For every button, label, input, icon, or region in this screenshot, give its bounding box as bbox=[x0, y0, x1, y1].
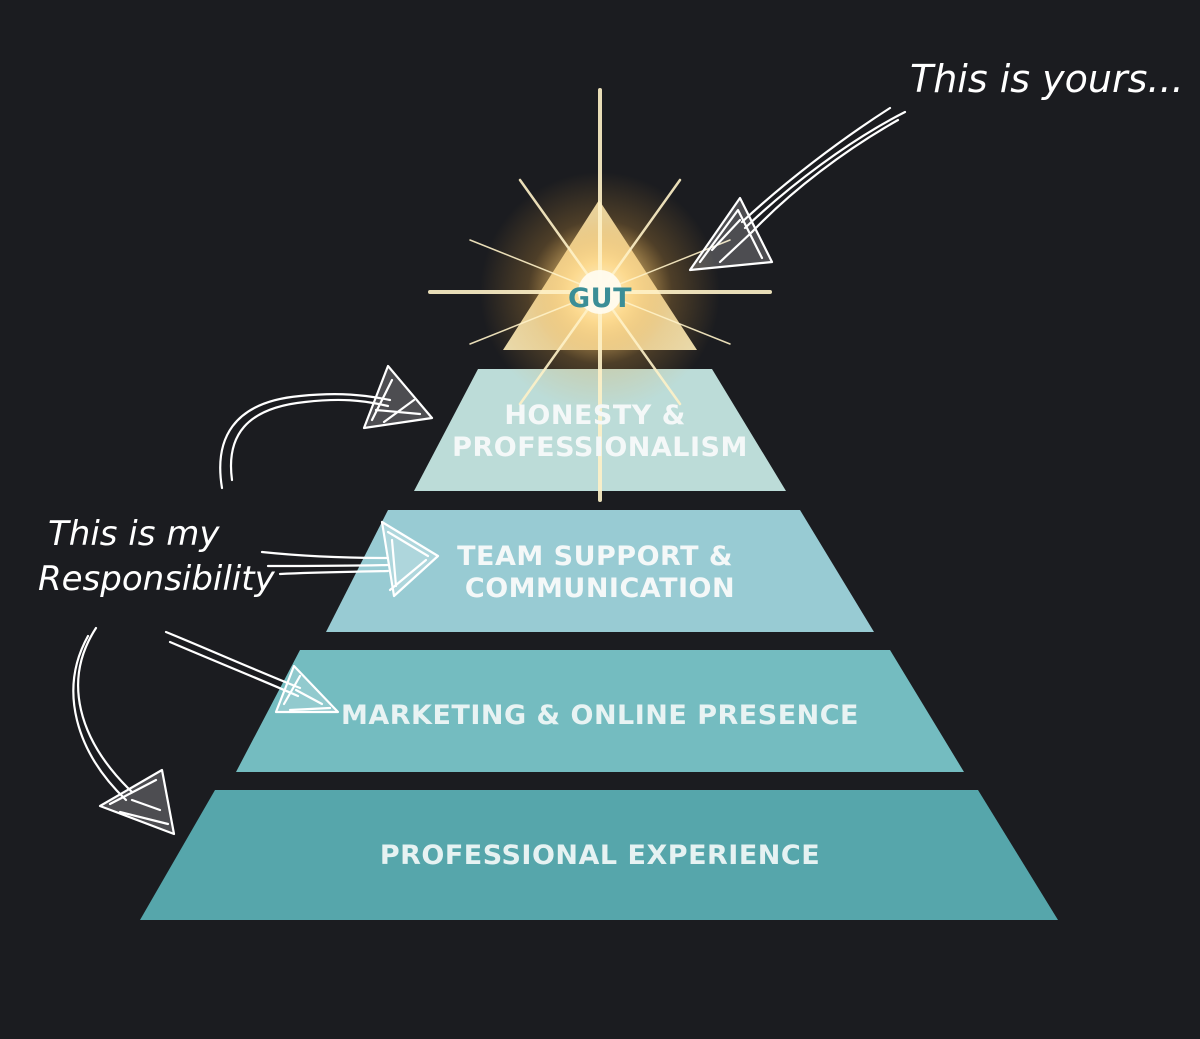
tier-professional-experience bbox=[140, 790, 1058, 920]
note-my-responsibility: This is my Responsibility bbox=[38, 514, 276, 599]
tier-label-team-support: TEAM SUPPORT & COMMUNICATION bbox=[457, 541, 743, 604]
tier-marketing-online-presence bbox=[236, 650, 964, 772]
tier-label-gut: GUT bbox=[568, 283, 632, 314]
tier-label-honesty: HONESTY & PROFESSIONALISM bbox=[452, 400, 748, 463]
arrow-to-marketing-icon bbox=[164, 630, 340, 714]
tier-label-professional-experience: PROFESSIONAL EXPERIENCE bbox=[380, 840, 820, 871]
note-this-is-yours: This is yours... bbox=[910, 57, 1184, 101]
tier-team-support-communication bbox=[326, 510, 874, 632]
star-glow-icon bbox=[428, 88, 772, 502]
tier-label-marketing: MARKETING & ONLINE PRESENCE bbox=[341, 700, 859, 731]
arrow-to-honesty-icon bbox=[219, 364, 434, 490]
arrow-to-professional-experience-icon bbox=[72, 626, 176, 836]
arrow-to-team-support-icon bbox=[260, 520, 440, 598]
arrow-to-gut-icon bbox=[688, 106, 907, 272]
